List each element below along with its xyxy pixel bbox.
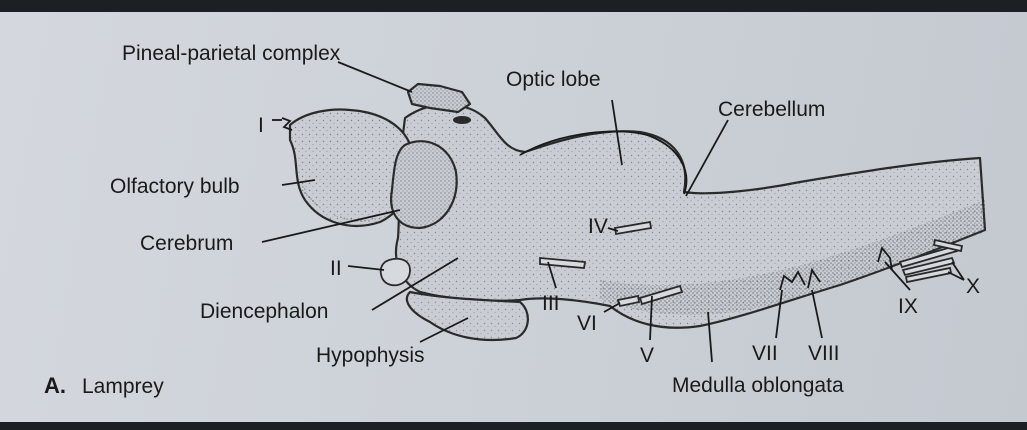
caption-title: Lamprey (82, 375, 164, 398)
label-cerebellum: Cerebellum (718, 98, 825, 121)
label-nerve-III: III (542, 292, 560, 315)
label-pineal-parietal: Pineal-parietal complex (122, 42, 341, 65)
label-hypophysis: Hypophysis (316, 344, 425, 367)
label-nerve-X: X (966, 275, 980, 298)
label-olfactory-bulb: Olfactory bulb (110, 175, 240, 198)
brain-outline (396, 105, 985, 328)
label-nerve-I: I (258, 114, 264, 137)
caption-letter: A. (44, 373, 66, 398)
label-nerve-VI: VI (577, 312, 597, 335)
label-nerve-II: II (330, 257, 342, 280)
label-cerebrum: Cerebrum (140, 232, 233, 255)
label-nerve-IX: IX (898, 295, 918, 318)
label-nerve-V: V (640, 344, 654, 367)
nerve-II-shape (381, 259, 410, 286)
label-medulla-oblongata: Medulla oblongata (672, 374, 844, 397)
label-diencephalon: Diencephalon (200, 300, 328, 323)
label-nerve-VIII: VIII (808, 342, 840, 365)
label-optic-lobe: Optic lobe (506, 68, 601, 91)
label-nerve-VII: VII (752, 342, 778, 365)
label-nerve-IV: IV (588, 215, 608, 238)
